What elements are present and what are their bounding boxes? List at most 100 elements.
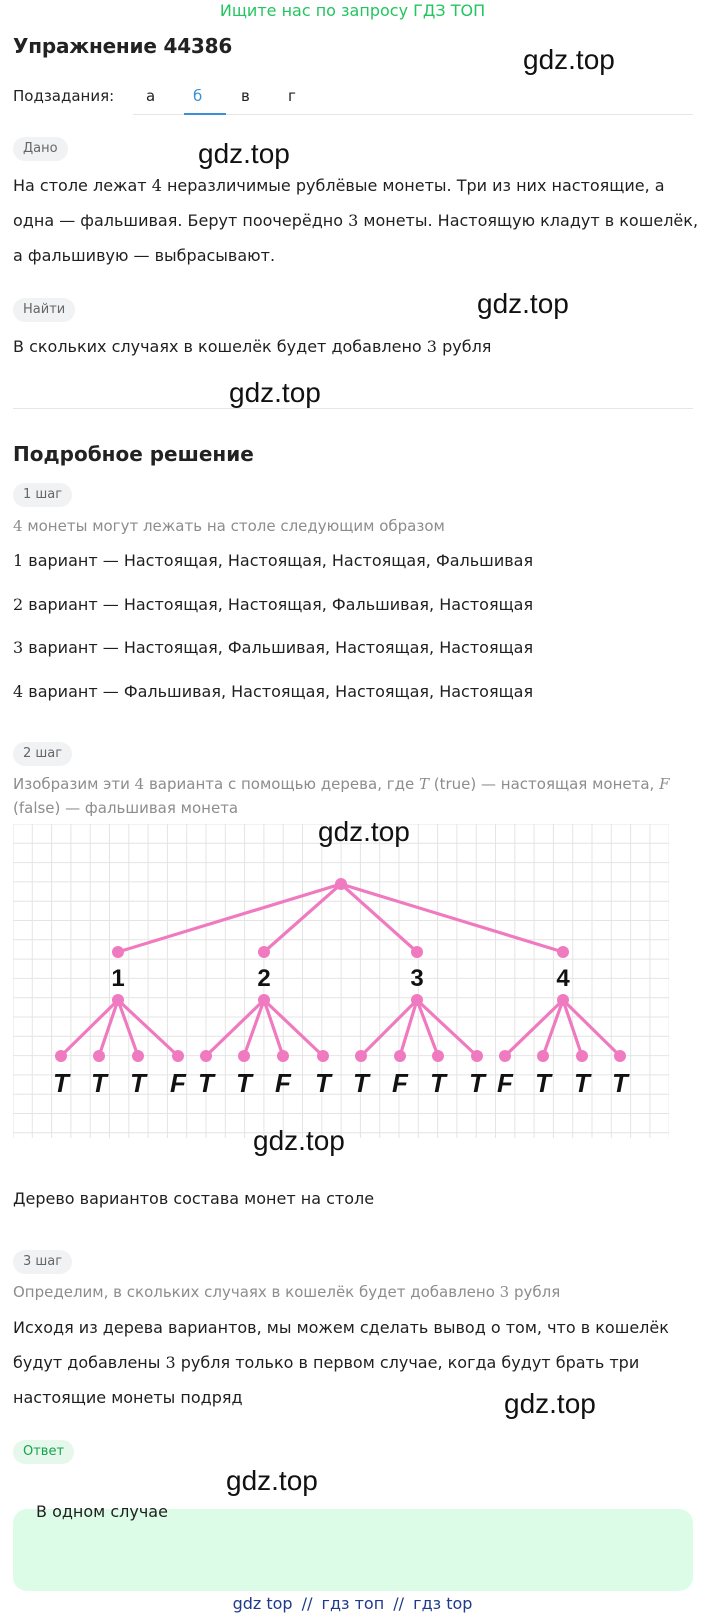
tree-node xyxy=(93,1050,105,1062)
tab-v[interactable]: в xyxy=(241,87,250,105)
tree-edge xyxy=(116,998,180,1058)
tree-edge xyxy=(204,998,266,1058)
given-badge: Дано xyxy=(13,137,68,161)
tabs-divider xyxy=(133,114,693,115)
tree-edge xyxy=(415,998,479,1058)
tree-node xyxy=(172,1050,184,1062)
variant-4: 4 вариант — Фальшивая, Настоящая, Настоя… xyxy=(13,682,534,701)
tree-node xyxy=(557,994,569,1006)
step3-line-3: настоящие монеты подряд xyxy=(13,1388,243,1407)
watermark: gdz.top xyxy=(229,377,321,408)
tree-node xyxy=(55,1050,67,1062)
tree-node xyxy=(112,994,124,1006)
footer-separator: // xyxy=(393,1594,405,1613)
top-banner[interactable]: Ищите нас по запросу ГДЗ ТОП xyxy=(219,1,486,20)
tab-g[interactable]: г xyxy=(288,87,296,105)
leaf-label: T xyxy=(236,1068,254,1098)
tab-b[interactable]: б xyxy=(193,87,203,105)
leaf-label: T xyxy=(612,1068,630,1098)
tree-edge xyxy=(561,998,622,1058)
leaf-label: T xyxy=(198,1068,216,1098)
tab-a[interactable]: а xyxy=(146,87,156,105)
tree-node xyxy=(355,1050,367,1062)
tree-node xyxy=(394,1050,406,1062)
answer-text: В одном случае xyxy=(36,1502,168,1521)
leaf-label: T xyxy=(469,1068,487,1098)
tree-node xyxy=(258,946,270,958)
watermark: gdz.top xyxy=(504,1388,596,1419)
tree-edge xyxy=(262,998,325,1058)
leaf-label: F xyxy=(275,1068,292,1098)
tree-node xyxy=(411,946,423,958)
leaf-label: T xyxy=(574,1068,592,1098)
step3-line-2: будут добавлены 3 рубля только в первом … xyxy=(13,1353,640,1372)
tree-edge xyxy=(541,998,565,1058)
tree-edge xyxy=(398,998,419,1058)
leaf-label: F xyxy=(497,1068,514,1098)
leaf-label: T xyxy=(535,1068,553,1098)
leaf-label: T xyxy=(430,1068,448,1098)
tree-edge xyxy=(415,998,440,1058)
branch-label: 1 xyxy=(111,965,124,992)
variant-2: 2 вариант — Настоящая, Настоящая, Фальши… xyxy=(13,595,534,614)
step2-intro-line-2: (false) — фальшивая монета xyxy=(13,799,239,817)
tree-edge xyxy=(116,998,140,1058)
step1-intro: 4 монеты могут лежать на столе следующим… xyxy=(13,517,445,535)
leaf-label: T xyxy=(130,1068,148,1098)
answer-badge: Ответ xyxy=(13,1440,75,1464)
tree-node xyxy=(277,1050,289,1062)
tree-edge xyxy=(262,998,285,1058)
watermark: gdz.top xyxy=(318,816,410,847)
tree-edge xyxy=(339,882,565,954)
tree-node xyxy=(557,946,569,958)
leaf-label: T xyxy=(353,1068,371,1098)
step2-badge: 2 шаг xyxy=(13,742,73,766)
tree-node xyxy=(471,1050,483,1062)
step3-badge: 3 шаг xyxy=(13,1250,73,1274)
tree-node xyxy=(499,1050,511,1062)
watermark: gdz.top xyxy=(477,288,569,319)
tree-edge xyxy=(242,998,266,1058)
watermark: gdz.top xyxy=(198,138,290,169)
footer-link-3[interactable]: гдз top xyxy=(413,1594,473,1613)
find-badge: Найти xyxy=(13,298,76,322)
tree-node xyxy=(614,1050,626,1062)
solution-title: Подробное решение xyxy=(13,442,254,466)
given-line-3: а фальшивую — выбрасывают. xyxy=(13,246,276,265)
branch-label: 3 xyxy=(410,965,423,992)
watermark: gdz.top xyxy=(226,1465,318,1496)
leaf-label: F xyxy=(170,1068,187,1098)
tree-node xyxy=(432,1050,444,1062)
given-line-2: одна — фальшивая. Берут поочерёдно 3 мон… xyxy=(13,211,699,230)
tree-node xyxy=(576,1050,588,1062)
step3-line-1: Исходя из дерева вариантов, мы можем сде… xyxy=(13,1318,669,1337)
tree-node xyxy=(200,1050,212,1062)
tree-node xyxy=(411,994,423,1006)
subtasks-label: Подзадания: xyxy=(13,87,115,105)
tree-edge xyxy=(561,998,584,1058)
leaf-label: T xyxy=(91,1068,109,1098)
answer-box xyxy=(13,1509,693,1591)
footer-separator: // xyxy=(301,1594,313,1613)
tree-edge xyxy=(262,882,343,954)
step1-badge: 1 шаг xyxy=(13,483,73,507)
tree-caption: Дерево вариантов состава монет на столе xyxy=(13,1189,375,1208)
footer-link-1[interactable]: gdz top xyxy=(232,1594,293,1613)
tree-node xyxy=(238,1050,250,1062)
leaf-label: T xyxy=(53,1068,71,1098)
tree-node xyxy=(258,994,270,1006)
active-tab-indicator xyxy=(184,113,226,115)
page-title: Упражнение 44386 xyxy=(13,34,233,58)
tree-edge xyxy=(116,882,343,954)
branch-label: 4 xyxy=(556,965,570,992)
section-divider xyxy=(13,408,693,409)
tree-edge xyxy=(59,998,120,1058)
tree-edge xyxy=(359,998,419,1058)
step3-intro: Определим, в скольких случаях в кошелёк … xyxy=(13,1283,561,1301)
variant-1: 1 вариант — Настоящая, Настоящая, Настоя… xyxy=(13,551,534,570)
footer-link-2[interactable]: гдз топ xyxy=(321,1594,385,1613)
tree-edge xyxy=(339,882,419,954)
variant-3: 3 вариант — Настоящая, Фальшивая, Настоя… xyxy=(13,638,534,657)
tree-node xyxy=(132,1050,144,1062)
